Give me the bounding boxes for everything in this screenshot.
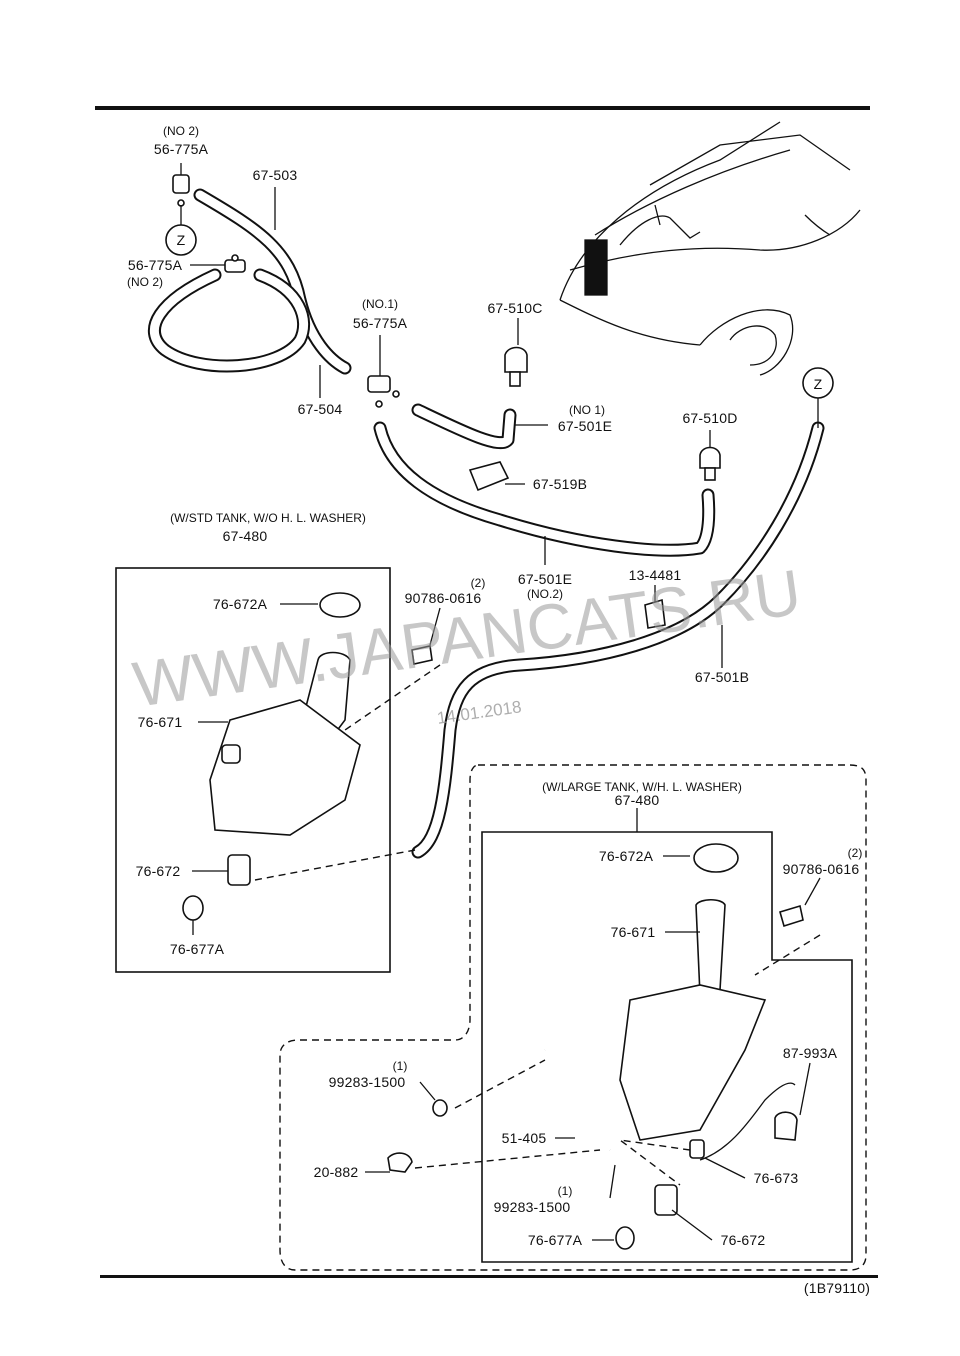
label-67-501e-no2: 67-501E (518, 571, 572, 587)
label-q2-large: (2) (848, 846, 863, 860)
large-tank-illustration (387, 843, 804, 1250)
large-tank-box (481, 831, 853, 1263)
label-no1-a: (NO.1) (362, 297, 398, 311)
label-q1-b: (1) (558, 1184, 573, 1198)
label-56-775a-mid: 56-775A (128, 257, 183, 273)
label-67-510c: 67-510C (487, 300, 542, 316)
label-56-775a-no1: 56-775A (353, 315, 408, 331)
label-std-67-480: 67-480 (223, 528, 268, 544)
large-tank-dashed-outline (279, 764, 867, 1271)
label-99283-a: 99283-1500 (329, 1074, 406, 1090)
large-tank-title: (W/LARGE TANK, W/H. L. WASHER) (542, 780, 742, 794)
joint-56-775a-no2-mid (224, 254, 246, 273)
nozzle-67-510c (504, 346, 528, 387)
label-z-right: Z (814, 376, 823, 392)
label-std-76-672a: 76-672A (213, 596, 268, 612)
hose-67-504 (148, 268, 311, 373)
label-67-501b: 67-501B (695, 669, 749, 685)
hose-67-501e-no2 (373, 421, 716, 557)
joint-56-775a-no2-top (172, 174, 190, 207)
label-67-510d: 67-510D (682, 410, 737, 426)
label-67-501e: 67-501E (558, 418, 612, 434)
label-std-76-671: 76-671 (138, 714, 183, 730)
label-no2-top: (NO 2) (163, 124, 199, 138)
clip-67-519b (468, 461, 510, 492)
label-67-504: 67-504 (298, 401, 343, 417)
label-no2-501e: (NO.2) (527, 587, 563, 601)
hose-67-501e-no1 (411, 403, 517, 450)
header-rule (95, 106, 870, 110)
part-labels: (NO 2) 56-775A 67-503 Z 56-775A (NO 2) (… (127, 124, 870, 1296)
watermark-date: 14.01.2018 (436, 697, 523, 728)
label-large-67-480: 67-480 (615, 792, 660, 808)
dashed-connections (254, 664, 821, 1186)
std-tank-box (115, 567, 391, 973)
label-67-503: 67-503 (253, 167, 298, 183)
label-no2-mid: (NO 2) (127, 275, 163, 289)
label-large-76-673: 76-673 (754, 1170, 799, 1186)
label-std-76-672: 76-672 (136, 863, 181, 879)
label-std-76-677a: 76-677A (170, 941, 225, 957)
label-13-4481: 13-4481 (629, 567, 682, 583)
joint-56-775a-no1 (367, 375, 400, 408)
label-99283-b: 99283-1500 (494, 1199, 571, 1215)
clamp-13-4481 (644, 598, 666, 629)
label-large-76-677a: 76-677A (528, 1232, 583, 1248)
label-std-90786: 90786-0616 (405, 590, 482, 606)
label-no1-b: (NO 1) (569, 403, 605, 417)
label-q2-std: (2) (471, 576, 486, 590)
car-illustration (559, 121, 861, 376)
label-q1-a: (1) (393, 1059, 408, 1073)
label-z-top: Z (177, 232, 186, 248)
leader-lines (180, 163, 821, 1241)
label-56-775a-top: 56-775A (154, 141, 209, 157)
watermark: WWW.JAPANCATS.RU 14.01.2018 (129, 556, 806, 728)
hose-67-501b (411, 421, 825, 859)
label-large-76-671: 76-671 (611, 924, 656, 940)
label-20-882: 20-882 (314, 1164, 359, 1180)
label-large-90786: 90786-0616 (783, 861, 860, 877)
label-large-76-672a: 76-672A (599, 848, 654, 864)
reference-code: (1B79110) (804, 1280, 870, 1296)
label-67-519b: 67-519B (533, 476, 587, 492)
nozzle-67-510d (699, 446, 721, 481)
watermark-text: WWW.JAPANCATS.RU (129, 556, 806, 721)
footer-rule (100, 1275, 878, 1278)
std-tank-title: (W/STD TANK, W/O H. L. WASHER) (170, 511, 366, 525)
label-87-993a: 87-993A (783, 1045, 838, 1061)
label-large-76-672: 76-672 (721, 1232, 766, 1248)
label-51-405: 51-405 (502, 1130, 547, 1146)
